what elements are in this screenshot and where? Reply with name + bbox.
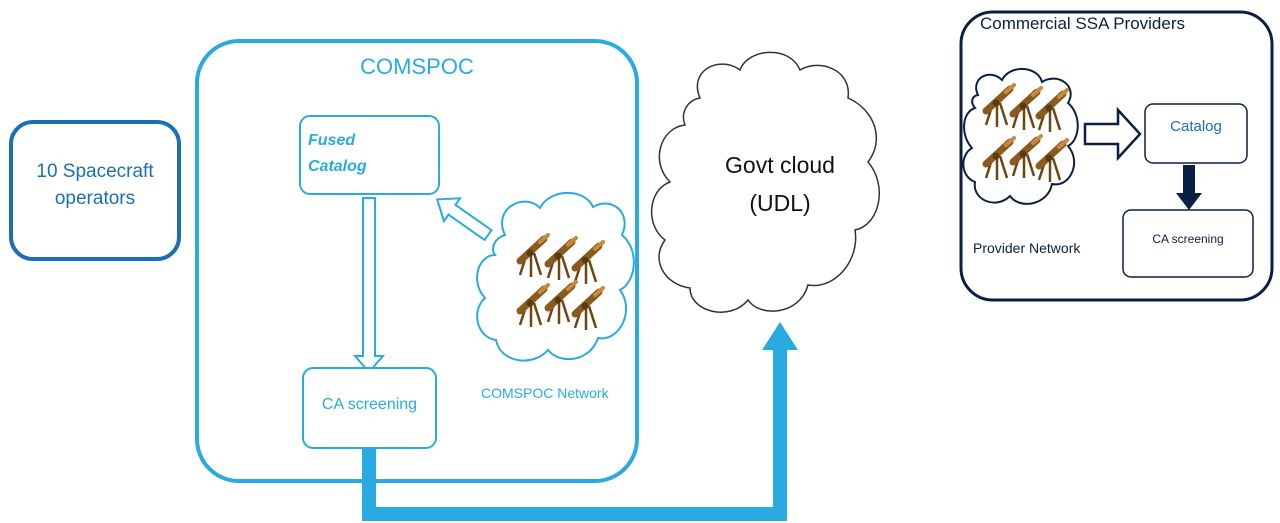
- operators-label-line1: 10 Spacecraft: [36, 161, 154, 182]
- provider-network-to-catalog-arrow: [1083, 106, 1142, 162]
- provider-ca-screening-label: CA screening: [1152, 232, 1224, 246]
- comspoc-network-cloud: [476, 192, 635, 362]
- fused-to-ca-arrow: [352, 197, 386, 374]
- comspoc-network-label: COMSPOC Network: [481, 385, 609, 401]
- ca-to-udl-connector: [362, 345, 787, 521]
- govt-cloud-shape: [651, 51, 881, 313]
- operators-label-line2: operators: [54, 188, 136, 209]
- provider-ca-screening-box: [1122, 209, 1254, 278]
- network-to-fused-arrow: [435, 197, 493, 242]
- fused-catalog-line2: Catalog: [308, 158, 367, 175]
- provider-network-label: Provider Network: [973, 240, 1081, 256]
- govt-cloud-label: Govt cloud (UDL): [680, 146, 880, 222]
- operators-box: [9, 120, 181, 261]
- govt-cloud-line1: Govt cloud: [725, 152, 835, 178]
- udl-arrowhead: [762, 322, 798, 350]
- comspoc-title: COMSPOC: [360, 54, 474, 79]
- commercial-title: Commercial SSA Providers: [980, 14, 1186, 33]
- fused-catalog-label: Fused Catalog: [308, 128, 367, 180]
- fused-catalog-box: [299, 115, 440, 195]
- operators-label: 10 Spacecraft operators: [11, 158, 179, 212]
- comspoc-ca-screening-label: CA screening: [321, 396, 418, 413]
- provider-catalog-box: [1144, 103, 1248, 164]
- provider-catalog-label: Catalog: [1170, 118, 1222, 135]
- provider-network-cloud: [962, 68, 1079, 205]
- govt-cloud-line2: (UDL): [749, 190, 811, 216]
- catalog-to-ca-arrow: [1176, 165, 1202, 210]
- fused-catalog-line1: Fused: [308, 132, 356, 149]
